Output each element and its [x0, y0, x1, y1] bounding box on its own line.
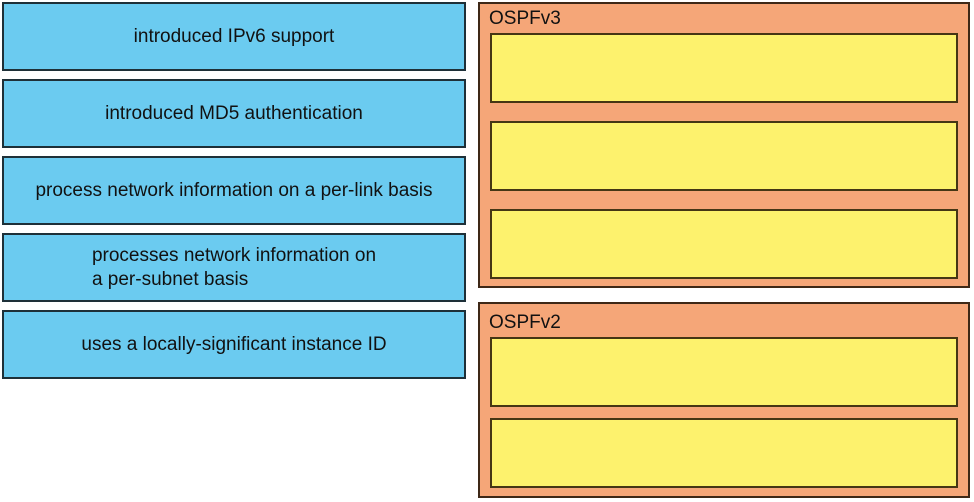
drop-group-title: OSPFv2 [489, 312, 561, 333]
drag-item-md5-authentication[interactable]: introduced MD5 authentication [2, 79, 466, 148]
source-card-list: introduced IPv6 support introduced MD5 a… [2, 2, 466, 379]
drag-item-label: introduced MD5 authentication [105, 102, 363, 124]
drag-item-label: uses a locally-significant instance ID [81, 333, 387, 355]
drag-item-per-subnet-basis[interactable]: processes network information on a per-s… [2, 233, 466, 302]
drag-item-per-link-basis[interactable]: process network information on a per-lin… [2, 156, 466, 225]
drop-group-ospfv2: OSPFv2 [478, 302, 970, 498]
drop-slot-ospfv2-2[interactable] [490, 417, 958, 488]
drop-slot-ospfv2-1[interactable] [490, 336, 958, 407]
drag-item-label: process network information on a per-lin… [35, 179, 433, 201]
drop-group-ospfv3: OSPFv3 [478, 2, 970, 288]
drop-slot-ospfv3-2[interactable] [490, 120, 958, 191]
drag-item-label: processes network information on a per-s… [91, 244, 377, 290]
drop-slot-ospfv3-3[interactable] [490, 208, 958, 279]
drag-item-ipv6-support[interactable]: introduced IPv6 support [2, 2, 466, 71]
drop-group-title: OSPFv3 [489, 8, 561, 29]
drop-target-list: OSPFv3 OSPFv2 [478, 2, 970, 498]
drop-slot-ospfv3-1[interactable] [490, 32, 958, 103]
drag-item-instance-id[interactable]: uses a locally-significant instance ID [2, 310, 466, 379]
drag-item-label: introduced IPv6 support [133, 25, 335, 47]
